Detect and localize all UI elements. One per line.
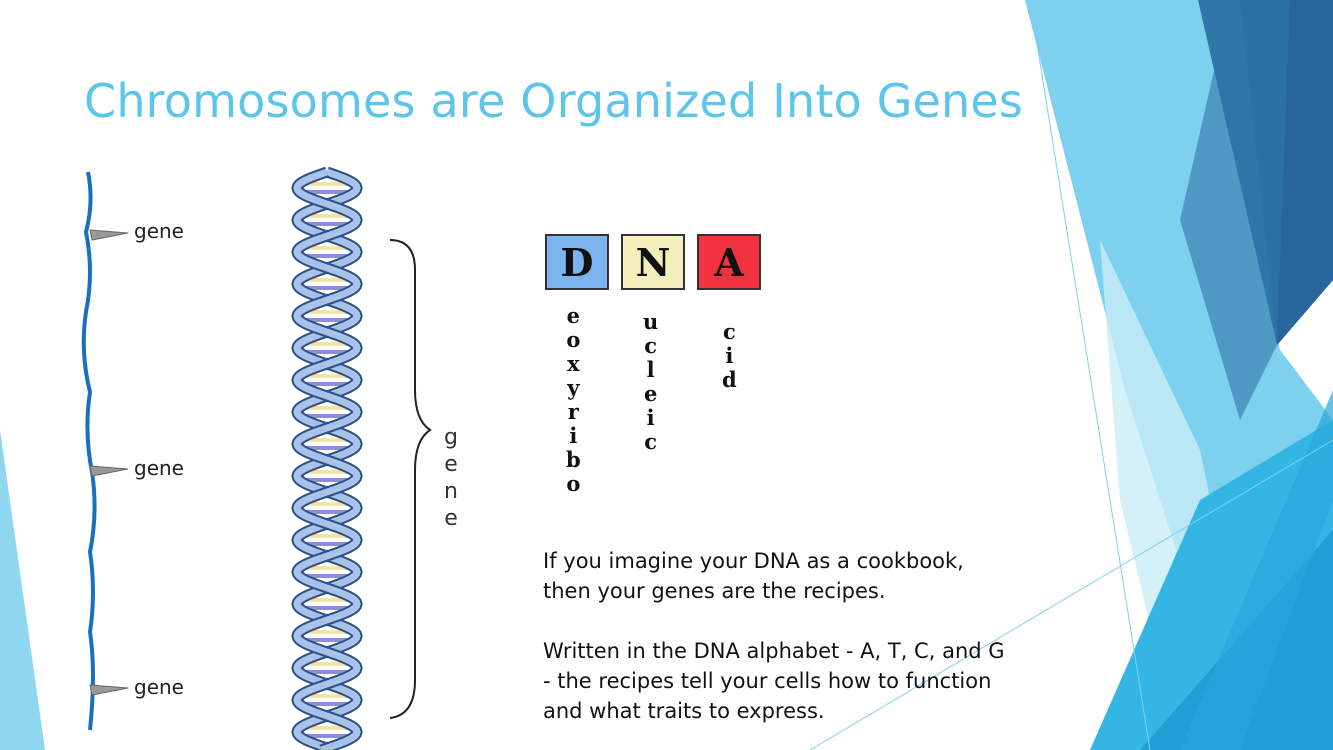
letter: n <box>444 479 458 504</box>
dna-double-helix <box>291 166 363 750</box>
letter: x <box>567 351 580 376</box>
letter: c <box>722 319 736 344</box>
letter: l <box>646 357 655 382</box>
letter: o <box>566 471 581 496</box>
brace-gene-label: g e n e <box>444 424 458 532</box>
backbone-strand <box>293 168 361 750</box>
letter: e <box>444 506 458 531</box>
letter: b <box>566 447 581 472</box>
alphabet-paragraph: Written in the DNA alphabet - A, T, C, a… <box>543 639 1005 723</box>
letter: r <box>567 399 579 424</box>
gene-label: gene <box>134 675 184 699</box>
letter: u <box>643 309 659 334</box>
gene-pointers <box>89 229 129 696</box>
cookbook-paragraph: If you imagine your DNA as a cookbook, t… <box>543 549 964 603</box>
dna-tile-d: D <box>545 234 609 290</box>
nucleic-letters: u c l e i c <box>643 310 658 454</box>
letter: e <box>566 303 581 328</box>
gene-label: gene <box>134 219 184 243</box>
gene-brace <box>389 239 432 719</box>
gene-label: gene <box>134 456 184 480</box>
letter: d <box>722 367 737 392</box>
deoxyribo-letters: e o x y r i b o <box>566 304 581 496</box>
dna-tile-a: A <box>697 234 761 290</box>
slide-title: Chromosomes are Organized Into Genes <box>84 74 1024 128</box>
letter: i <box>725 343 734 368</box>
letter: e <box>444 452 458 477</box>
chromosome-strand <box>81 171 97 731</box>
dna-tile-n: N <box>621 234 685 290</box>
letter: i <box>646 405 655 430</box>
letter: o <box>566 327 581 352</box>
letter: e <box>643 381 658 406</box>
letter: c <box>644 429 658 454</box>
letter: g <box>444 425 458 450</box>
letter: y <box>567 375 580 400</box>
letter: c <box>644 333 658 358</box>
letter: i <box>569 423 578 448</box>
acid-letters: c i d <box>722 320 737 392</box>
